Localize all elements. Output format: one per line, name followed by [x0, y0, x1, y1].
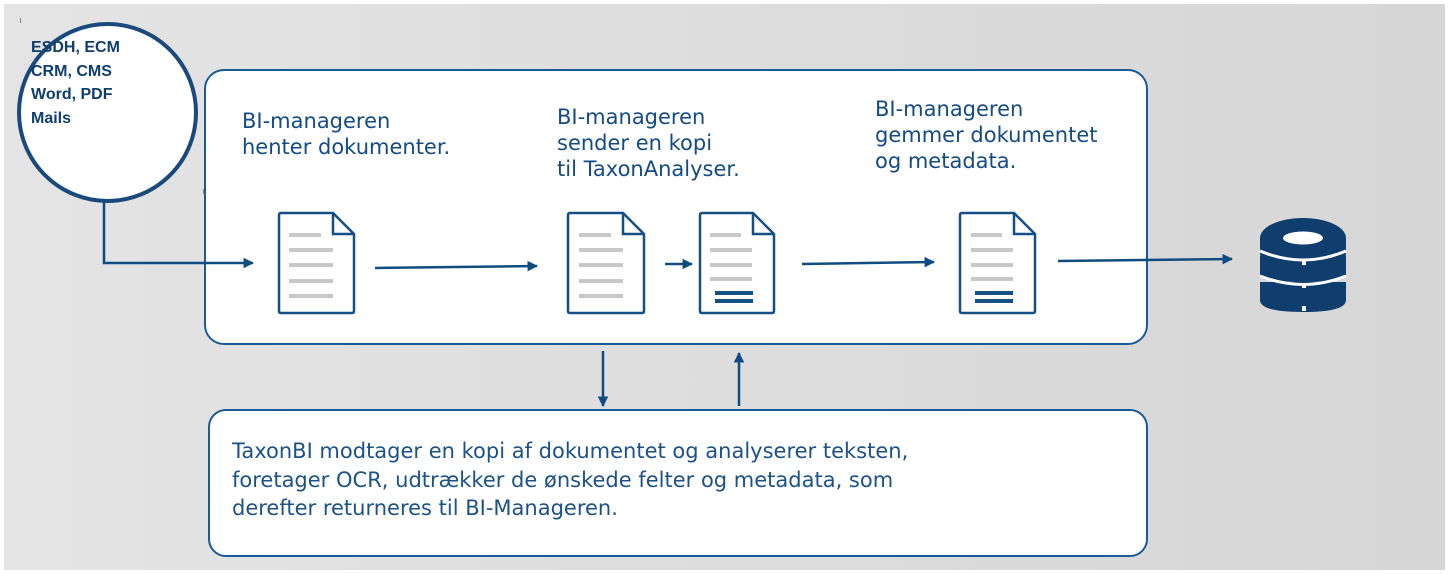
step-line: sender en kopi [557, 131, 713, 155]
step-line: BI-manageren [557, 105, 706, 129]
taxon-bi-box [208, 409, 1148, 557]
description-line: foretager OCR, udtrækker de ønskede felt… [232, 467, 894, 492]
step-line: henter dokumenter. [242, 135, 451, 159]
source-systems-list: ESDH, ECM CRM, CMS Word, PDF Mails [31, 36, 120, 130]
source-systems-circle [17, 22, 198, 203]
stray-mark [203, 189, 204, 194]
source-line: Word, PDF [31, 86, 113, 103]
taxon-bi-description: TaxonBI modtager en kopi af dokumentet o… [232, 437, 908, 523]
analyzed-document-icon [958, 211, 1037, 315]
source-line: CRM, CMS [31, 62, 112, 80]
step-line: til TaxonAnalyser. [557, 157, 740, 181]
source-line: Mails [31, 109, 72, 127]
arrow-send-to-store [801, 256, 936, 268]
step-store-text: BI-manageren gemmer dokumentet og metada… [875, 96, 1097, 174]
arrow-source-to-fetch [102, 200, 255, 269]
step-send-text: BI-manageren sender en kopi til TaxonAna… [557, 104, 740, 182]
step-line: BI-manageren [875, 97, 1024, 121]
step-line: gemmer dokumentet [875, 123, 1098, 147]
description-line: TaxonBI modtager en kopi af dokumentet o… [232, 439, 909, 463]
arrow-store-to-database [1057, 253, 1234, 265]
arrow-fetch-to-send [374, 260, 539, 272]
step-line: BI-manageren [242, 109, 391, 133]
document-icon [277, 211, 356, 315]
description-line: derefter returneres til BI-Manageren. [232, 496, 618, 520]
stray-mark [20, 18, 21, 23]
step-line: og metadata. [875, 149, 1017, 173]
database-icon [1259, 218, 1347, 312]
step-fetch-text: BI-manageren henter dokumenter. [242, 108, 450, 160]
analyzed-document-icon [698, 211, 776, 315]
source-line: ESDH, ECM [31, 39, 120, 56]
document-icon [566, 211, 646, 315]
